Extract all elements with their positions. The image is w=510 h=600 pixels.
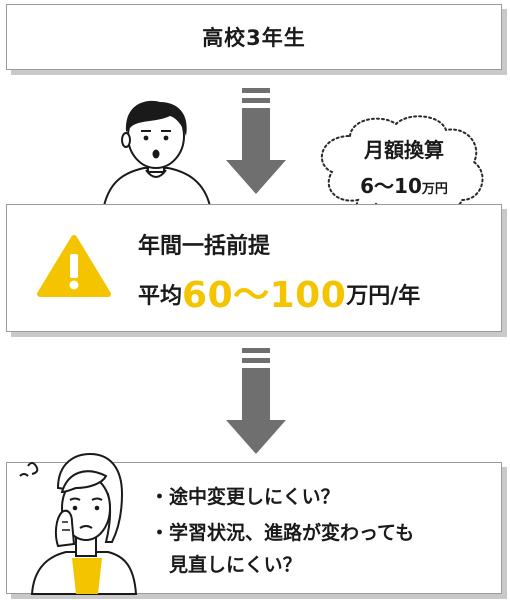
middle-box-line1: 年間一括前提 [138, 234, 271, 259]
bubble-unit: 万円 [421, 182, 448, 197]
middle-box-line2: 平均60～100万円/年 [138, 266, 420, 318]
average-range: 60～100 [182, 275, 347, 316]
down-arrow-icon [226, 348, 286, 454]
concern-item: ・学習状況、進路が変わっても [150, 522, 415, 544]
down-arrow-icon [226, 88, 286, 194]
man-illustration [102, 100, 212, 207]
worried-woman-illustration [19, 452, 138, 595]
warning-icon [37, 235, 111, 297]
top-box-title: 高校3年生 [202, 26, 306, 50]
average-label: 平均 [138, 284, 183, 309]
average-unit: 万円/年 [346, 284, 421, 309]
concern-item: ・途中変更しにくい？ [150, 486, 340, 508]
bubble-value: 6～10万円 [352, 170, 456, 199]
concern-item: 見直しにくい？ [150, 554, 302, 576]
bubble-range: 6～10 [360, 174, 422, 198]
top-box: 高校3年生 [6, 4, 502, 70]
bubble-label: 月額換算 [364, 138, 444, 162]
